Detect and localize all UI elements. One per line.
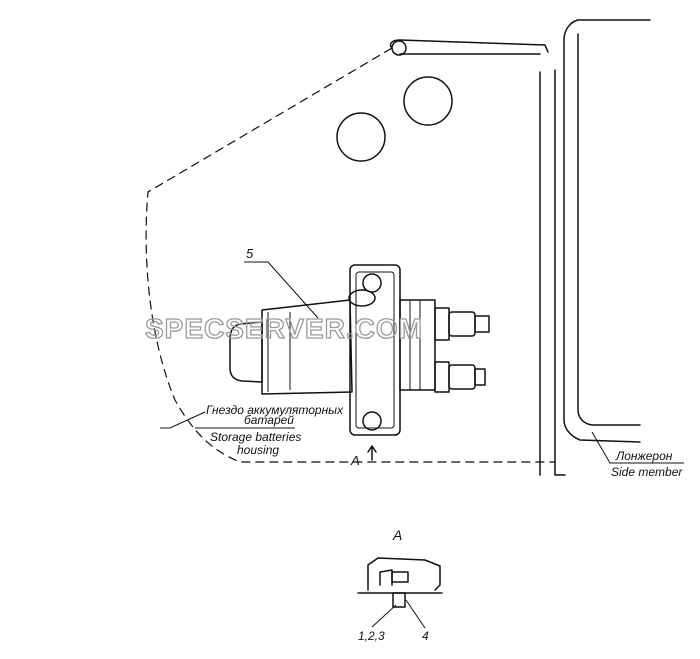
side-member-channel bbox=[563, 19, 641, 443]
watermark: SPECSERVER.COM bbox=[145, 313, 423, 344]
housing-hook bbox=[391, 40, 407, 56]
terminal-lower-washer bbox=[434, 361, 450, 393]
switch-rear-housing bbox=[399, 299, 436, 391]
switch-flange-inner bbox=[355, 271, 395, 429]
detail-flange bbox=[367, 557, 441, 591]
housing-edge bbox=[389, 39, 549, 55]
detail-bolt bbox=[392, 592, 406, 608]
callout-4: 4 bbox=[422, 629, 429, 643]
rear-housing-detail bbox=[409, 300, 421, 390]
switch-cap bbox=[229, 321, 263, 383]
leader-123 bbox=[371, 604, 397, 628]
switch-nameplate bbox=[348, 289, 376, 307]
callout-5: 5 bbox=[246, 246, 254, 261]
detail-nut bbox=[391, 571, 409, 583]
mounting-hole-lower bbox=[336, 112, 386, 162]
terminal-upper-nut bbox=[448, 311, 476, 337]
side-member-label-ru: Лонжерон bbox=[615, 449, 673, 463]
side-member bbox=[539, 69, 566, 476]
leader-housing bbox=[160, 411, 206, 429]
switch-body-rim bbox=[267, 312, 291, 392]
battery-housing-outline bbox=[145, 47, 555, 463]
view-arrow bbox=[367, 445, 377, 461]
mounting-hole-upper bbox=[403, 76, 453, 126]
switch-body bbox=[261, 299, 353, 395]
housing-label-en-1: Storage batteries bbox=[210, 430, 301, 444]
side-member-channel-inner bbox=[577, 19, 651, 426]
housing-label-ru-2: батарей bbox=[244, 413, 294, 427]
callout-1-2-3: 1,2,3 bbox=[358, 629, 385, 643]
housing-label-ru-1: Гнездо аккумуляторных bbox=[206, 403, 344, 417]
terminal-upper-washer bbox=[434, 307, 450, 341]
leader-4 bbox=[405, 599, 426, 629]
leader-5 bbox=[244, 261, 319, 319]
terminal-lower-nut bbox=[448, 364, 476, 390]
leader-side-member bbox=[591, 431, 684, 464]
terminal-upper-stud bbox=[474, 315, 490, 333]
side-member-label-en: Side member bbox=[611, 465, 683, 479]
housing-label-en-2: housing bbox=[237, 443, 279, 457]
detail-clip bbox=[379, 569, 393, 586]
view-arrow-label: A bbox=[350, 453, 360, 468]
flange-screw-bottom bbox=[362, 411, 382, 431]
flange-screw-top bbox=[362, 273, 382, 293]
detail-view-title: A bbox=[392, 527, 402, 543]
terminal-lower-stud bbox=[474, 368, 486, 386]
